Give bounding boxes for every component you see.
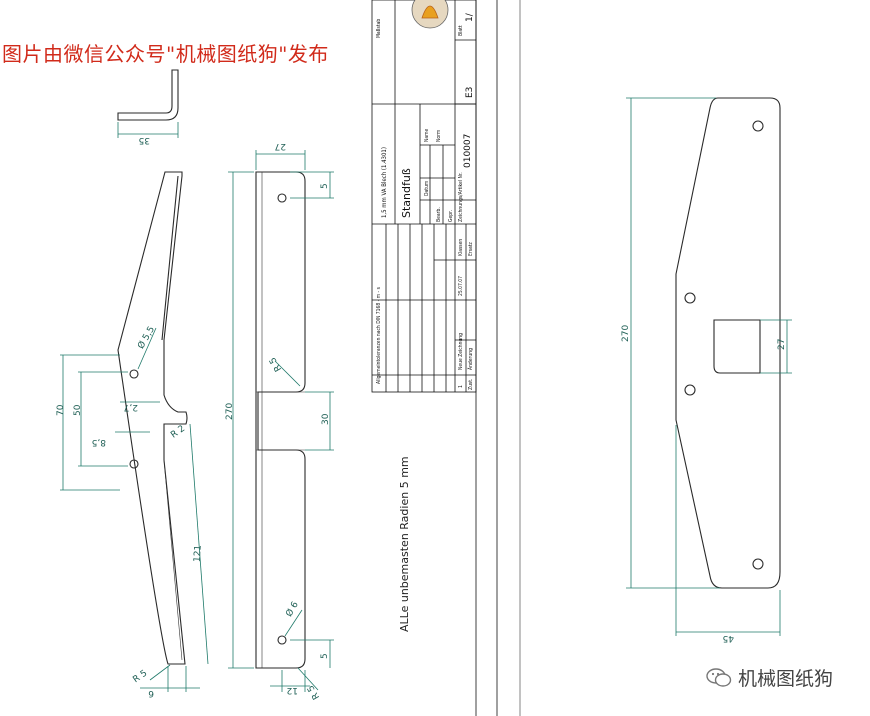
tb-drawing-number: 010007 — [463, 134, 473, 168]
tb-label-massstab: Maßstab — [376, 19, 382, 38]
front-view: 27 270 5 R 5 30 Ø 6 5 12 R 5 — [225, 141, 334, 701]
tb-tolerance: Allgemeintoleranzen nach DIN 7168 - m - … — [376, 286, 382, 384]
tb-label-norm: Norm — [436, 130, 442, 142]
dim-front-5-top: 5 — [320, 183, 330, 189]
watermark-top-text: 图片由微信公众号"机械图纸狗"发布 — [2, 42, 329, 66]
tb-label-ersatz: Ersatz — [468, 241, 474, 256]
dim-front-30: 30 — [321, 413, 331, 425]
company-logo — [411, 0, 449, 29]
tb-material: 1,5 mm VA Blech (1.4301) — [381, 147, 388, 218]
tb-revision-text: Neue Zeichnung — [458, 333, 464, 370]
tb-label-name-top: Name — [424, 128, 430, 142]
tb-revision-date: 25.07.07 — [458, 276, 464, 296]
tb-label-zeichnungs-nr: Zeichnungs/Artikel Nr. — [458, 172, 464, 222]
dim-flat-27: 27 — [777, 339, 787, 350]
watermark-brand-label: 机械图纸狗 — [738, 668, 834, 690]
tb-label-datum: Datum — [424, 181, 430, 196]
dim-flat-270: 270 — [621, 325, 631, 342]
dim-flat-45: 45 — [723, 633, 734, 643]
dim-side-8-5: 8,5 — [92, 437, 106, 447]
side-view: 70 50 8,5 2,7 R 2 Ø 5,5 121 R 5 6 — [56, 171, 209, 698]
general-note: ALLe unbemasten Radien 5 mm — [398, 456, 411, 632]
dim-side-121: 121 — [193, 545, 204, 563]
tb-format: E3 — [465, 87, 475, 98]
dim-front-12: 12 — [287, 685, 298, 695]
dim-side-R2: R 2 — [169, 424, 187, 441]
dim-side-2-7: 2,7 — [124, 402, 138, 412]
tb-label-aenderung: Änderung — [467, 348, 474, 370]
dim-front-R5: R 5 — [268, 355, 284, 373]
dim-side-50: 50 — [73, 404, 83, 416]
tb-revision-index: 1 — [458, 385, 464, 388]
drawing-frame — [475, 0, 521, 716]
dim-side-R5: R 5 — [131, 668, 149, 685]
flat-pattern-view: 270 27 45 — [621, 97, 792, 643]
tb-label-klassen: Klassen — [458, 239, 464, 256]
dim-front-27: 27 — [275, 141, 286, 151]
dim-side-hole: Ø 5,5 — [135, 324, 157, 351]
tb-part-name: Standfuß — [400, 168, 413, 218]
title-block: Allgemeintoleranzen nach DIN 7168 - m - … — [371, 0, 477, 393]
dim-side-6: 6 — [148, 688, 154, 698]
wechat-icon — [706, 667, 732, 687]
watermark-brand: 机械图纸狗 — [706, 664, 833, 691]
dim-side-70: 70 — [56, 404, 66, 416]
tb-label-zust: Zust. — [468, 379, 474, 390]
tb-label-bearb: Bearb. — [436, 207, 442, 222]
dim-bend-width: 35 — [139, 135, 150, 145]
dim-front-5-bottom: 5 — [320, 653, 330, 659]
dim-front-270: 270 — [225, 403, 235, 420]
tb-sheet: 1/ — [465, 12, 475, 22]
tb-label-blatt: Blatt — [458, 25, 464, 36]
bend-profile-view: 35 — [117, 69, 179, 145]
tb-label-gepr: Gepr. — [448, 210, 454, 222]
